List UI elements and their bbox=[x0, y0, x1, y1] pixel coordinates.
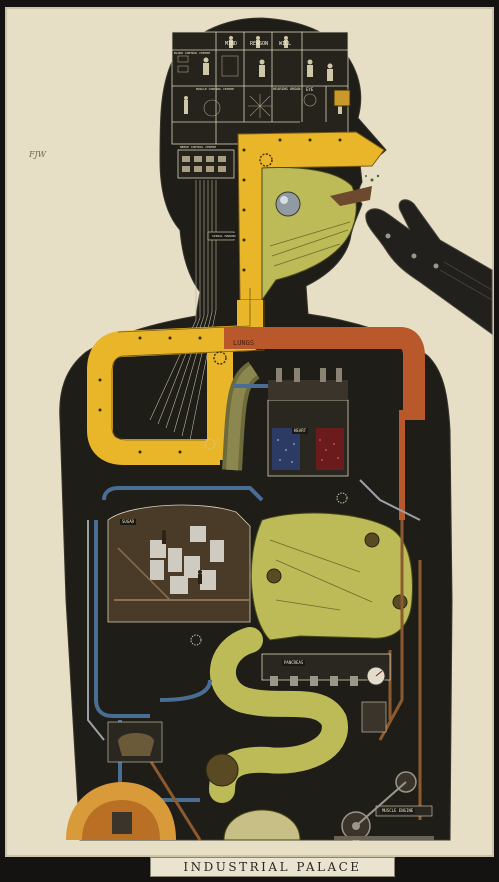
gear-icon bbox=[259, 153, 273, 167]
olive-intestine bbox=[209, 627, 348, 803]
label-muscle-control-centre: MUSCLE CONTROL CENTRE bbox=[196, 87, 234, 91]
intestine-valve bbox=[205, 753, 239, 787]
liver-factory-room bbox=[107, 504, 251, 623]
pancreas-machine bbox=[261, 653, 391, 733]
label-sugar: SUGAR bbox=[120, 519, 137, 525]
label-hearing-organ: HEARING ORGAN bbox=[273, 87, 301, 91]
lower-left-machinery bbox=[66, 721, 176, 840]
copper-lungs bbox=[224, 327, 425, 420]
label-eye: EYE bbox=[306, 87, 314, 92]
label-muscle-engine: MUSCLE ENGINE bbox=[380, 808, 416, 814]
label-pancreas: PANCREAS bbox=[282, 660, 306, 666]
label-nerve-control-centre: NERVE CONTROL CENTRE bbox=[180, 145, 217, 149]
label-heart: HEART bbox=[292, 428, 309, 434]
poster-caption: INDUSTRIAL PALACE bbox=[150, 857, 395, 877]
label-reason: REASON bbox=[250, 41, 269, 47]
label-mind: MIND bbox=[225, 41, 238, 47]
artist-signature: FJW bbox=[29, 150, 46, 159]
vent-dome bbox=[223, 809, 301, 841]
pressure-gauge-icon bbox=[366, 666, 386, 686]
label-blood-control-centre: BLOOD CONTROL CENTRE bbox=[174, 51, 211, 55]
eye-lens bbox=[333, 89, 351, 107]
mouth-flap bbox=[330, 186, 372, 206]
label-spinal-marrow: SPINAL MARROW bbox=[210, 233, 238, 239]
yellow-lung-duct bbox=[87, 300, 263, 465]
heart-chambers bbox=[267, 368, 349, 477]
brain-compartments bbox=[171, 31, 349, 179]
throat-sphere bbox=[275, 191, 301, 217]
label-will: WILL bbox=[279, 41, 292, 47]
label-lungs: LUNGS bbox=[233, 339, 255, 347]
robotic-hand-icon bbox=[365, 199, 493, 335]
